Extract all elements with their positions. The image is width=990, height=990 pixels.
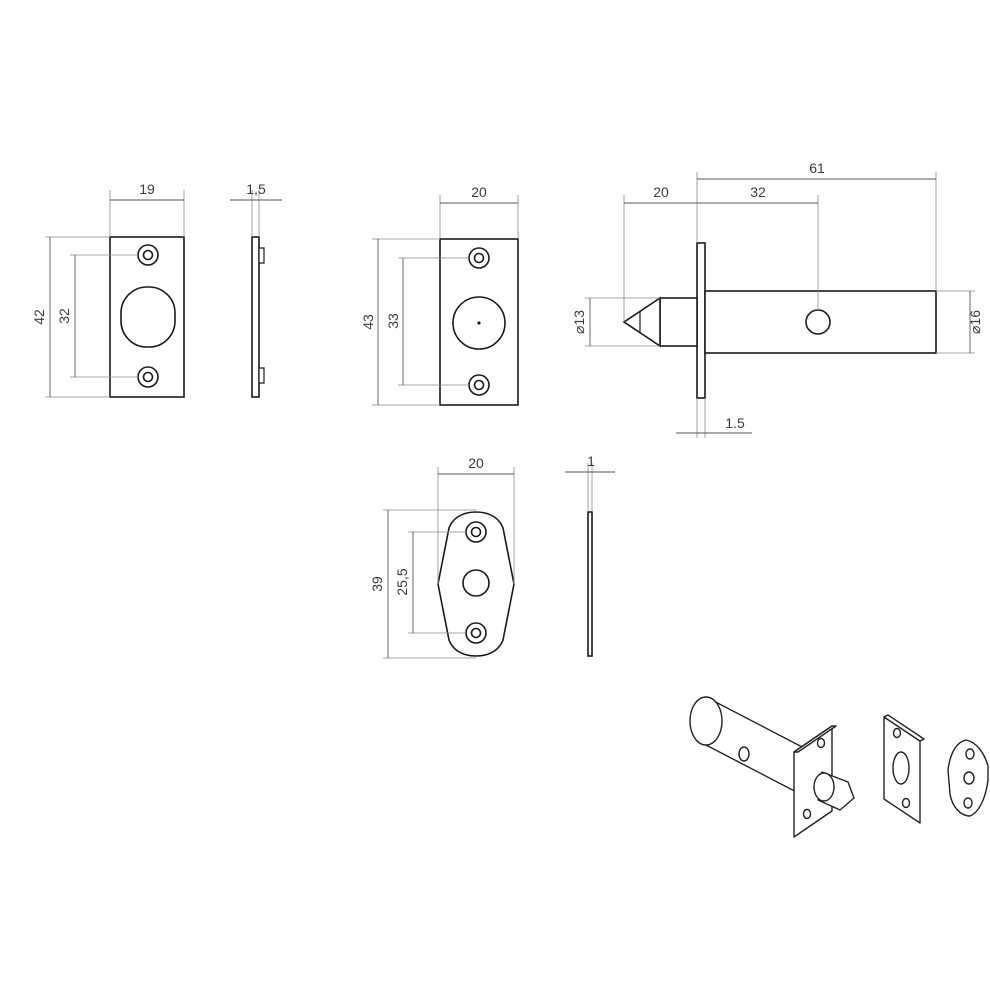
dim-bolt-total-length: 61 [697, 160, 937, 291]
dim-bolt-tip-diameter: ⌀13 [571, 297, 660, 347]
dim-label-bolt-tip-length: 20 [653, 184, 669, 200]
dim-label-key-plate-hole-spacing: 25,5 [394, 568, 410, 595]
dim-label-striker-thickness: 1,5 [246, 181, 266, 197]
dim-striker-hole-spacing: 32 [56, 254, 138, 378]
dim-label-faceplate-width: 20 [471, 184, 487, 200]
isometric-assembly-view [689, 696, 989, 838]
dim-label-striker-hole-spacing: 32 [56, 308, 72, 324]
dim-bolt-hole-offset: 32 [697, 184, 819, 310]
dim-faceplate-width: 20 [439, 184, 519, 239]
dim-bolt-body-diameter: ⌀16 [936, 290, 983, 354]
striker-plate-front-view [109, 236, 185, 398]
dim-label-bolt-total-length: 61 [809, 160, 825, 176]
dim-label-bolt-tip-diameter: ⌀13 [571, 310, 587, 334]
dim-label-key-plate-thickness: 1 [587, 453, 595, 469]
dim-label-faceplate-hole-spacing: 33 [385, 313, 401, 329]
dim-key-plate-width: 20 [437, 455, 515, 584]
dim-key-plate-hole-spacing: 25,5 [394, 531, 466, 634]
dim-label-bolt-flange-thickness: 1.5 [725, 415, 745, 431]
dim-faceplate-height: 43 [360, 238, 440, 406]
dim-striker-width: 19 [109, 181, 185, 237]
dim-striker-thickness: 1,5 [230, 181, 282, 237]
dim-label-striker-width: 19 [139, 181, 155, 197]
dim-label-bolt-hole-offset: 32 [750, 184, 766, 200]
bolt-faceplate-front-view [439, 238, 519, 406]
dim-key-plate-thickness: 1 [565, 453, 615, 512]
dim-bolt-flange-thickness: 1.5 [676, 398, 752, 438]
dim-faceplate-hole-spacing: 33 [385, 257, 469, 386]
dim-striker-height: 42 [31, 236, 110, 398]
dim-label-striker-height: 42 [31, 309, 47, 325]
key-plate-side-view [587, 511, 593, 657]
dim-label-faceplate-height: 43 [360, 314, 376, 330]
key-plate-front-view [437, 511, 515, 657]
striker-plate-side-view [251, 236, 265, 398]
dim-key-plate-height: 39 [369, 509, 476, 659]
dim-label-key-plate-width: 20 [468, 455, 484, 471]
bolt-side-view [622, 242, 937, 399]
dim-label-bolt-body-diameter: ⌀16 [967, 310, 983, 334]
dim-label-key-plate-height: 39 [369, 576, 385, 592]
dim-bolt-tip-length: 20 [623, 172, 698, 322]
